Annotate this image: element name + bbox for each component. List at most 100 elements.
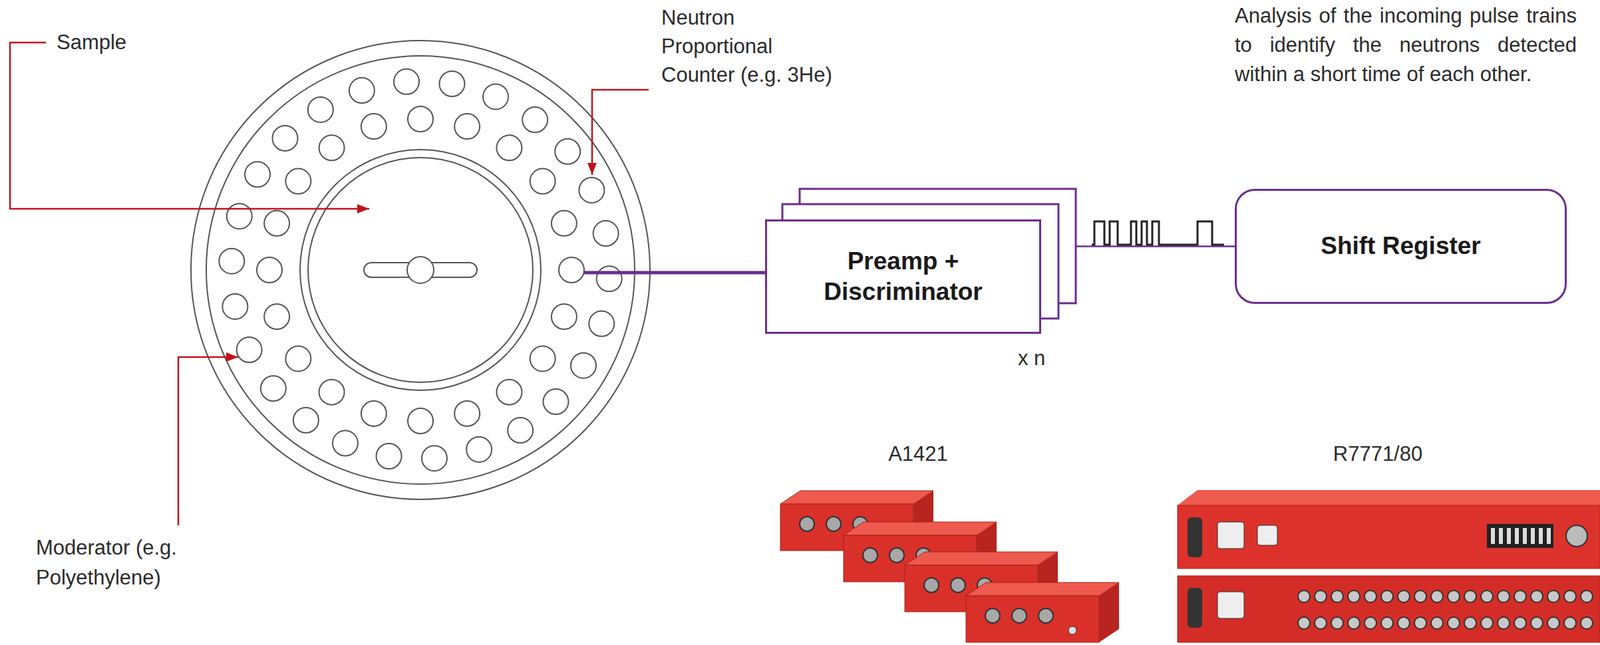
box-text: Shift Register [1320,230,1481,262]
bnc-connector [1397,590,1410,603]
preamp-box: Preamp + Discriminator [765,219,1042,334]
counter-tube [308,97,334,123]
sample-leader [9,42,370,209]
counter-tube [256,257,283,283]
display-bar [1514,528,1519,545]
bnc-connector [1530,590,1543,603]
counter-tube [542,389,569,415]
counter-tube [226,203,253,229]
ethernet-port [1217,522,1245,549]
counter-tube [530,345,556,372]
counter-tube [244,161,271,187]
counter-tube [558,257,585,283]
pulse-train [1091,221,1225,245]
rack-knob [1566,525,1588,547]
moderator-leader [178,357,239,526]
module-front [965,596,1100,643]
bnc-connector [1580,590,1593,603]
counter-tube [439,71,465,97]
counter-tube [522,107,548,133]
bnc-connector [1297,617,1310,630]
bnc-connector [1464,590,1477,603]
bnc-connector [924,578,939,593]
bnc-connector [1011,608,1027,624]
bnc-connector [1364,617,1377,630]
display [1486,524,1554,549]
bnc-connector [1497,617,1510,630]
counter-tube [482,83,509,110]
bnc-connector [1314,617,1327,630]
module-top [843,522,997,536]
counter-tube [349,77,375,104]
counter-leader [592,89,649,175]
rack-top [1177,490,1600,506]
bnc-connector [1347,590,1360,603]
sample-label: Sample [56,29,190,55]
cavity-inner [308,157,533,383]
counter-tube [454,401,480,427]
counter-tube [218,248,245,275]
bnc-connector [985,608,1000,624]
bnc-connector [826,516,841,532]
counter-tube [236,337,263,363]
counter-tube [264,304,290,330]
counter-tube [551,304,577,330]
counter-tube [530,168,556,195]
bnc-connector [1364,590,1377,603]
counter-tube [593,220,619,247]
multiplicity-label: x n [1017,345,1078,371]
box-text: Preamp + Discriminator [810,246,997,309]
display-bar [1498,528,1503,545]
counter-tube [407,106,434,132]
bnc-connector [1331,617,1344,630]
counter-tube [466,437,492,463]
counter-tube [222,294,248,320]
bnc-connector [1414,590,1427,603]
product-name: R7771/80 [1278,441,1478,467]
bnc-connector [1414,617,1427,630]
display-bar [1546,528,1551,545]
led [1068,626,1077,635]
moderator-ring [206,55,635,485]
bnc-connector [1447,590,1460,603]
display-bar [1522,528,1527,545]
bnc-connector [1514,590,1527,603]
counter-tube [361,113,387,140]
bnc-connector [1397,617,1410,630]
signal-cable [584,271,766,275]
sample-holder [407,256,434,284]
bnc-connector [1464,617,1477,630]
usb-port [1257,525,1278,546]
bnc-connector [862,548,878,563]
counter-tube [507,417,533,444]
bnc-connector [1564,590,1577,603]
bnc-connector [1431,590,1443,603]
tube-group [218,69,622,472]
bnc-connector [1347,617,1360,630]
device-photos [780,490,1600,643]
counter-tube [393,69,420,95]
bnc-connector [1038,608,1054,624]
counter-tube [551,210,577,237]
counter-tube [578,177,605,203]
bnc-connector [950,578,966,593]
bnc-connector [1530,617,1543,630]
counter-tube [570,353,597,379]
bnc-connector [1431,617,1443,630]
shift-register-box: Shift Register [1234,188,1567,305]
bnc-connector [1547,617,1560,630]
display-bar [1530,528,1535,545]
counter-tube [260,375,287,402]
counter-tube [332,431,358,457]
counter-tube [588,311,615,337]
bnc-connector [889,548,905,563]
bnc-connector [799,516,815,532]
counter-tube [285,345,311,372]
counter-tube [361,401,387,427]
counter-tube [285,168,311,195]
rack-unit-lower [1177,576,1600,643]
bnc-connector [1497,590,1510,603]
module-top [965,582,1120,597]
bnc-connector [1331,590,1344,603]
bnc-connector [1564,617,1577,630]
